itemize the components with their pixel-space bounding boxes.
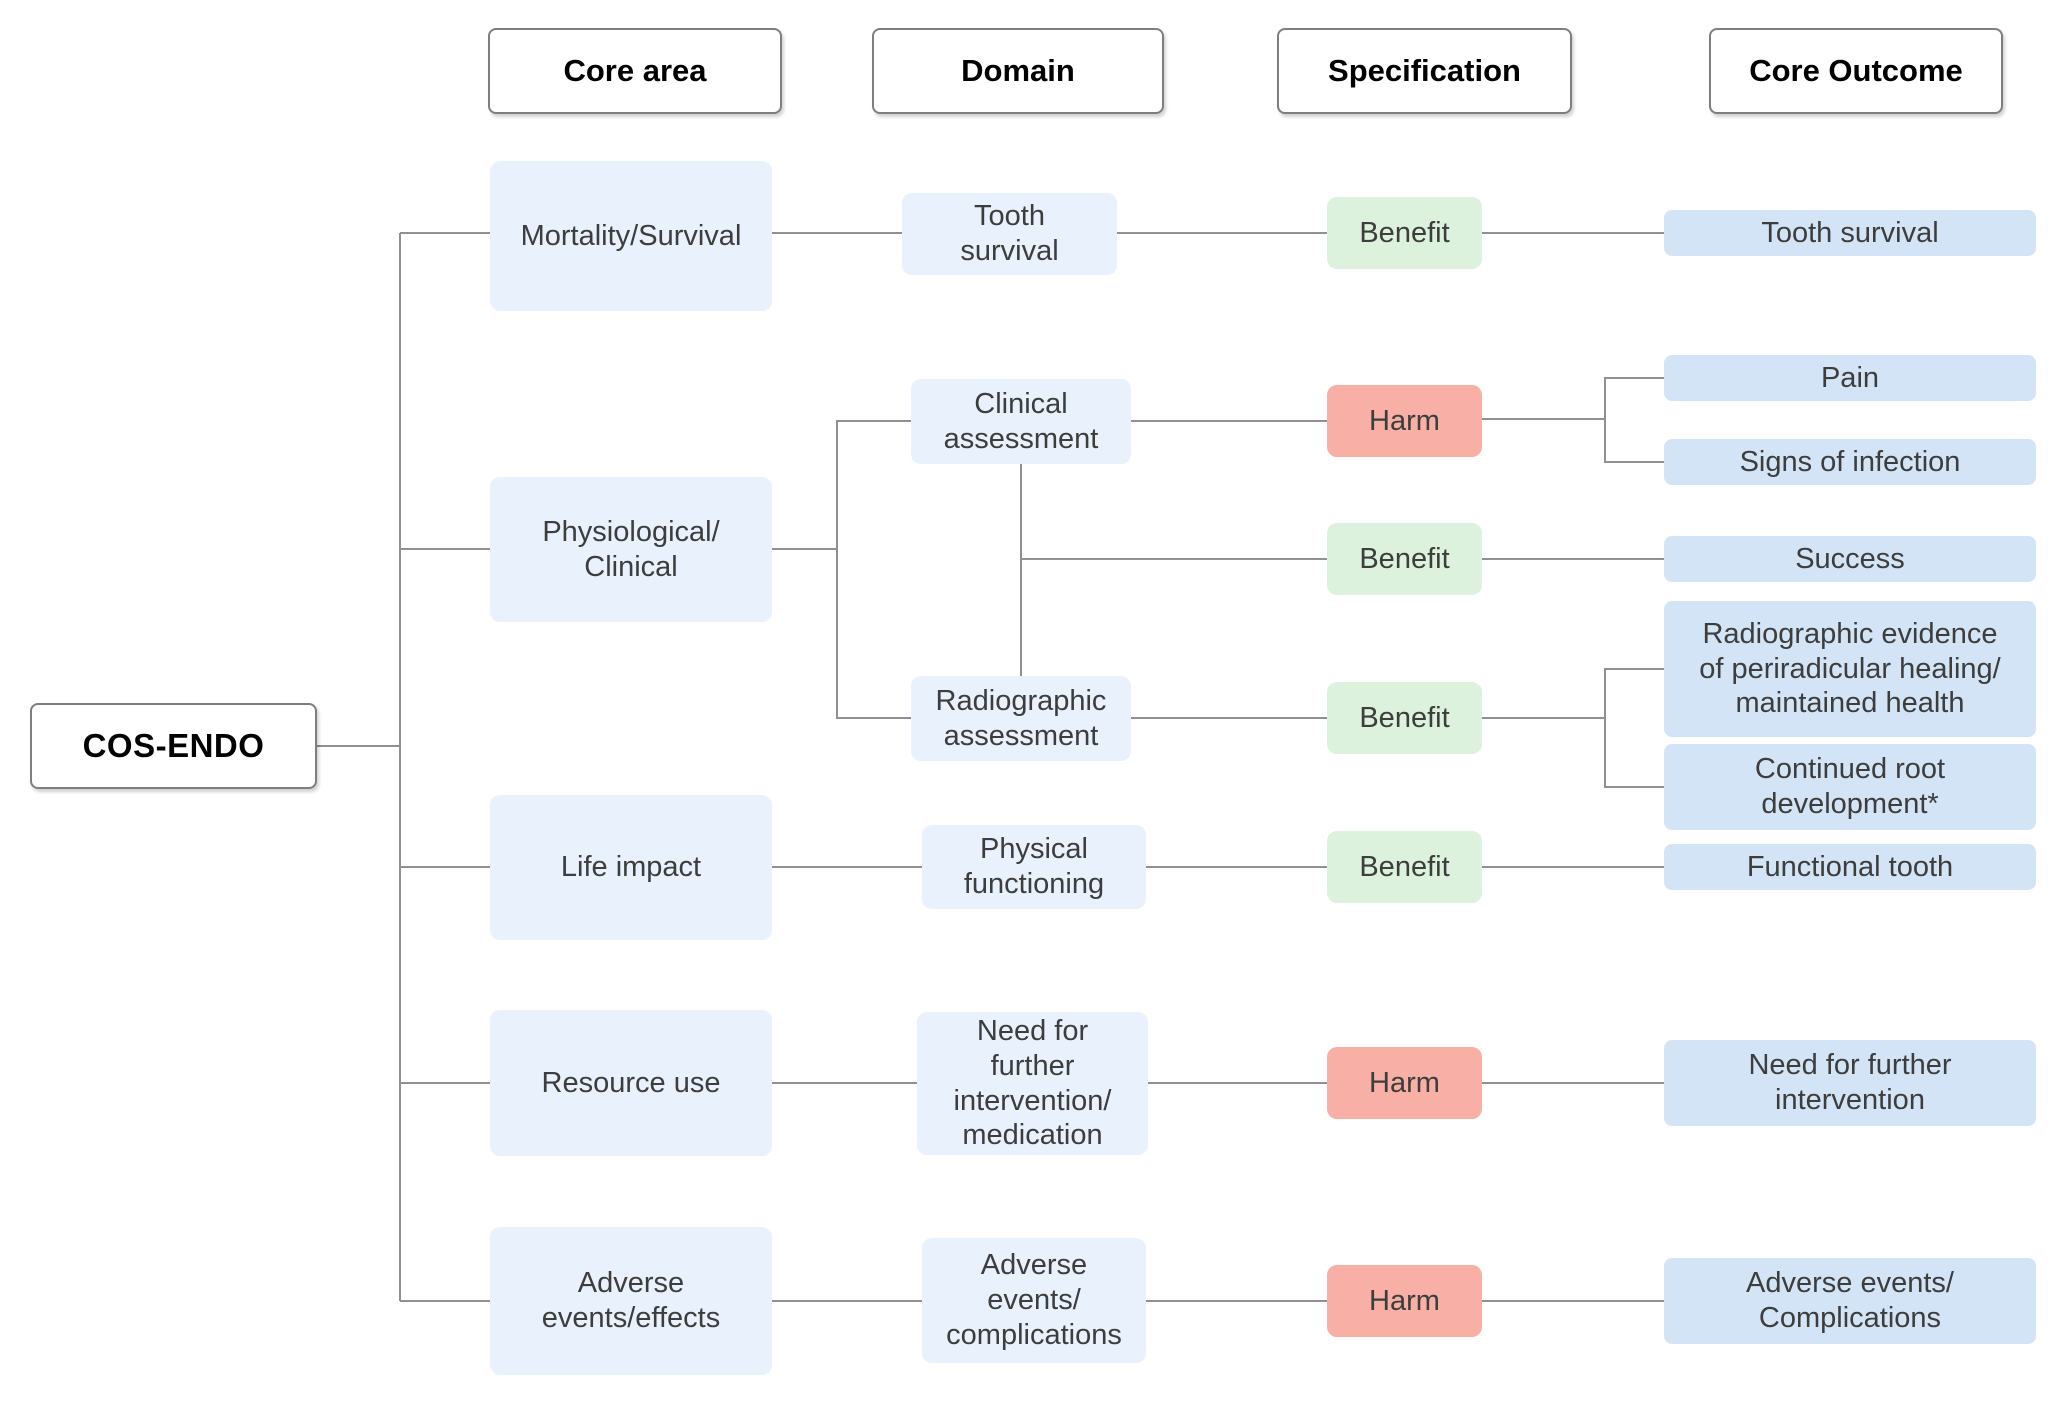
outcome-need-further-intervention: Need for further intervention — [1664, 1040, 2036, 1126]
column-header-core-outcome: Core Outcome — [1709, 28, 2003, 114]
outcome-signs-of-infection: Signs of infection — [1664, 439, 2036, 485]
domain-physical-functioning: Physical functioning — [922, 825, 1146, 909]
outcome-functional-tooth: Functional tooth — [1664, 844, 2036, 890]
spec-harm-adverse-events: Harm — [1327, 1265, 1482, 1337]
outcome-tooth-survival: Tooth survival — [1664, 210, 2036, 256]
spec-harm-clinical: Harm — [1327, 385, 1482, 457]
core-area-resource-use: Resource use — [490, 1010, 772, 1156]
core-area-physiological-clinical: Physiological/ Clinical — [490, 477, 772, 622]
core-area-mortality-survival: Mortality/Survival — [490, 161, 772, 311]
core-area-life-impact: Life impact — [490, 795, 772, 940]
outcome-pain: Pain — [1664, 355, 2036, 401]
spec-benefit-functional-tooth: Benefit — [1327, 831, 1482, 903]
domain-tooth-survival: Tooth survival — [902, 193, 1117, 275]
domain-adverse-events-complications: Adverse events/ complications — [922, 1238, 1146, 1363]
column-header-core-area: Core area — [488, 28, 782, 114]
outcome-continued-root-development: Continued root development* — [1664, 744, 2036, 830]
outcome-success: Success — [1664, 536, 2036, 582]
core-area-adverse-events-effects: Adverse events/effects — [490, 1227, 772, 1375]
domain-radiographic-assessment: Radiographic assessment — [911, 676, 1131, 761]
domain-clinical-assessment: Clinical assessment — [911, 379, 1131, 464]
column-header-domain: Domain — [872, 28, 1164, 114]
spec-benefit-radiographic: Benefit — [1327, 682, 1482, 754]
spec-harm-need-further: Harm — [1327, 1047, 1482, 1119]
outcome-adverse-events-complications: Adverse events/ Complications — [1664, 1258, 2036, 1344]
spec-benefit-tooth-survival: Benefit — [1327, 197, 1482, 269]
domain-need-further-intervention: Need for further intervention/ medicatio… — [917, 1012, 1148, 1155]
spec-benefit-success: Benefit — [1327, 523, 1482, 595]
column-header-specification: Specification — [1277, 28, 1572, 114]
root-node-cos-endo: COS-ENDO — [30, 703, 317, 789]
outcome-radiographic-evidence: Radiographic evidence of periradicular h… — [1664, 601, 2036, 737]
